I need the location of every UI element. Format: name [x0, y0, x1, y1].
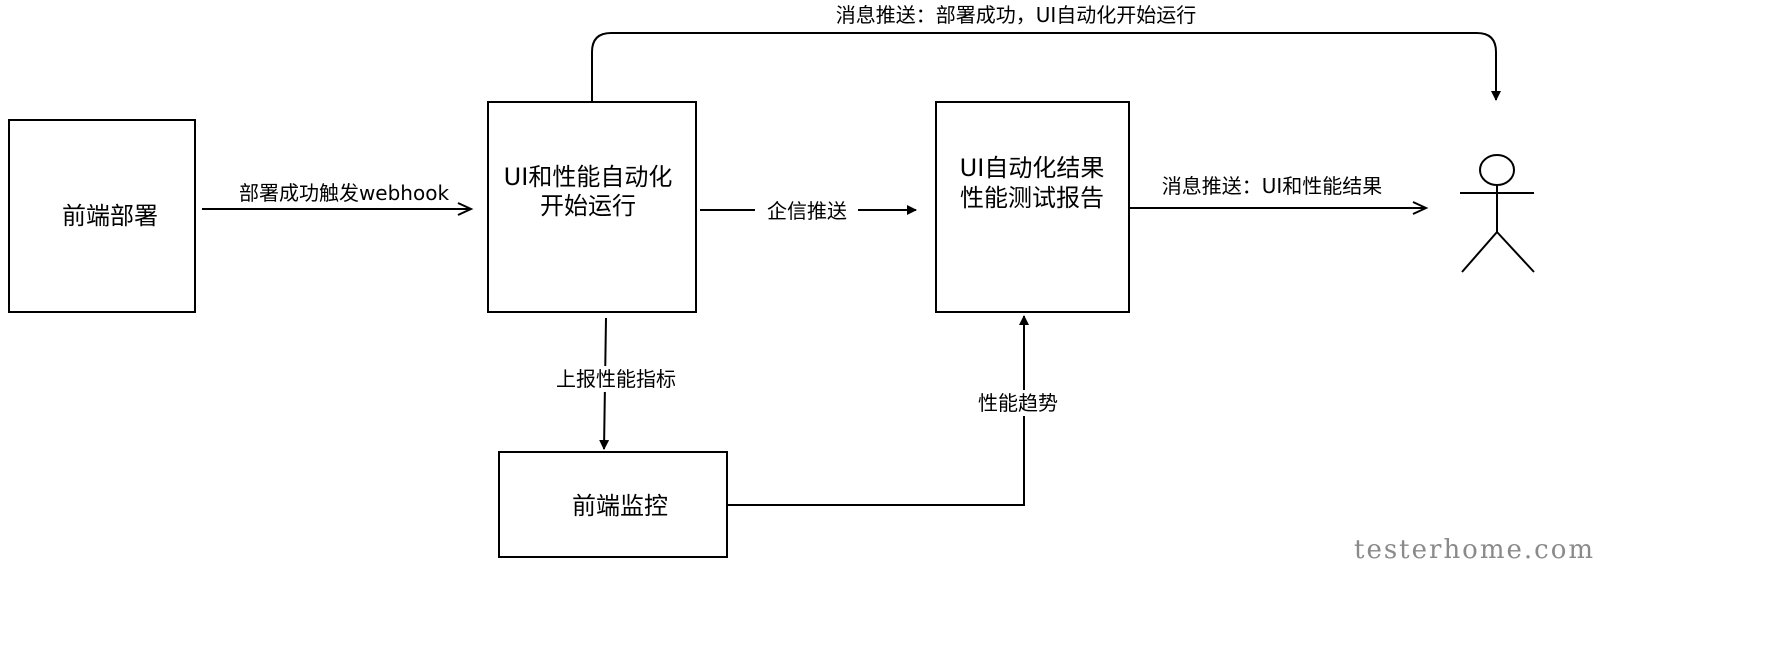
- edge-automation-to-report-label: 企信推送: [767, 199, 847, 223]
- edge-automation-to-monitor-label: 上报性能指标: [556, 367, 676, 391]
- node-deploy-box: [8, 119, 196, 313]
- node-report-box: [935, 101, 1130, 313]
- node-report-label-line2: 性能测试报告: [960, 184, 1104, 212]
- node-automation-label-line1: UI和性能自动化: [504, 163, 673, 191]
- edge-deploy-to-automation-label: 部署成功触发webhook: [239, 181, 450, 205]
- edge-report-to-user-label: 消息推送：UI和性能结果: [1162, 174, 1383, 198]
- node-report-label-line1: UI自动化结果: [960, 154, 1105, 182]
- edge-monitor-to-report-label: 性能趋势: [978, 391, 1058, 415]
- node-monitor-box: [498, 451, 728, 558]
- node-automation-label-line2: 开始运行: [540, 192, 636, 220]
- edge-automation-to-user: [591, 32, 1501, 102]
- user-actor-icon: [1460, 154, 1535, 273]
- node-monitor-label: 前端监控: [572, 492, 668, 520]
- node-automation-box: [487, 101, 697, 313]
- node-deploy-label: 前端部署: [62, 202, 158, 230]
- watermark-text: testerhome.com: [1354, 535, 1595, 565]
- edge-monitor-to-report: [727, 315, 1029, 506]
- open-arrowhead-icon: [457, 202, 474, 216]
- edge-monitor-to-report-label-bg: [972, 390, 1064, 416]
- edge-automation-to-monitor-label-bg: [550, 366, 682, 392]
- open-arrowhead-icon: [1412, 201, 1429, 215]
- edge-automation-to-user-label: 消息推送：部署成功，UI自动化开始运行: [836, 3, 1197, 27]
